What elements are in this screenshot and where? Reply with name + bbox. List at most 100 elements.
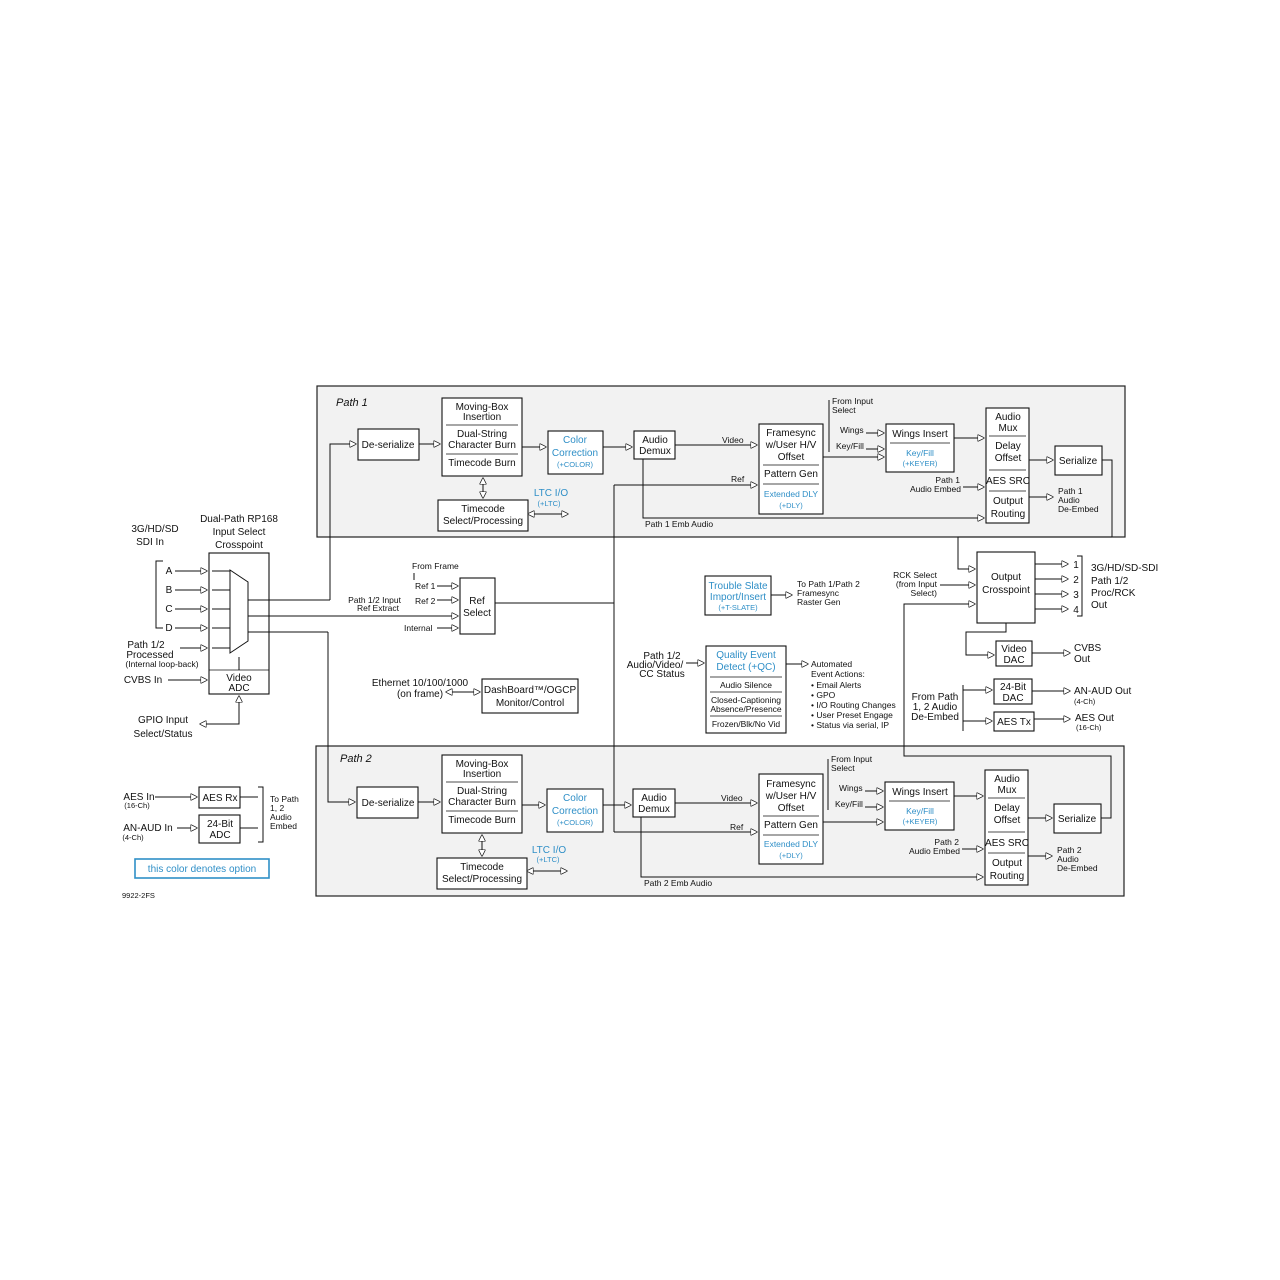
anaud-in-label: AN-AUD In: [123, 823, 172, 834]
from-path-3: De-Embed: [911, 712, 959, 723]
path-1-from-input-1: From Input: [832, 396, 874, 406]
sdi-out-n2: 2: [1073, 575, 1079, 586]
ethernet-label-2: (on frame): [397, 689, 443, 700]
sdi-out-n1: 1: [1073, 560, 1079, 571]
path-1-audio-mux-1: Audio: [995, 412, 1021, 423]
input-connections: [168, 571, 458, 724]
path-2-from-input-1: From Input: [831, 754, 873, 764]
ref-internal: Internal: [404, 623, 432, 633]
path-2-keyer-opt: (+KEYER): [903, 817, 938, 826]
rck-1: RCK Select: [893, 570, 938, 580]
path-2-color-2: Correction: [552, 806, 598, 817]
sdi-in-label-2: SDI In: [136, 537, 164, 548]
input-a: A: [166, 566, 173, 577]
qc-action: • User Preset Engage: [811, 710, 893, 720]
sdi-out-3: Proc/RCK: [1091, 588, 1136, 599]
processed-1: Path 1/2: [127, 640, 165, 651]
path-1-ltc: LTC I/O: [534, 488, 568, 499]
path-2-title: Path 2: [340, 753, 372, 765]
adc-2: ADC: [209, 830, 230, 841]
path-2-embed-1: Path 2: [934, 837, 959, 847]
cvbs-out-2: Out: [1074, 654, 1090, 665]
processed-2: Processed: [126, 650, 173, 661]
video-dac-box: [995, 640, 1033, 667]
path-2-timecode-burn: Timecode Burn: [448, 815, 515, 826]
to-path-bracket: [258, 786, 264, 843]
path-2-ext-dly: Extended DLY: [764, 839, 819, 849]
ref-select-1: Ref: [469, 596, 485, 607]
path-1-deembed-3: De-Embed: [1058, 504, 1099, 514]
video-dac-1: Video: [1001, 644, 1027, 655]
ethernet-label-1: Ethernet 10/100/1000: [372, 678, 469, 689]
qc-item-2a: Closed-Captioning: [711, 695, 781, 705]
slate-to-1: To Path 1/Path 2: [797, 579, 860, 589]
aes-out-ch: (16-Ch): [1076, 723, 1102, 732]
path-2-aes-src: AES SRC: [985, 838, 1029, 849]
xpoint-to-dac: [965, 623, 1007, 655]
path-1-audio-mux-box: [985, 407, 1030, 524]
path-2-dual-string-2: Character Burn: [448, 797, 516, 808]
path-2-wings-insert: Wings Insert: [892, 787, 948, 798]
input-d: D: [165, 623, 172, 634]
path-1-fs-2: w/User H/V: [765, 440, 817, 451]
path-1-framesync-box: [758, 423, 824, 515]
path-2-emb-audio: Path 2 Emb Audio: [644, 878, 712, 888]
video-adc-2: ADC: [228, 683, 249, 694]
path-2-fs-1: Framesync: [766, 779, 815, 790]
path-1-timecode-burn: Timecode Burn: [448, 458, 515, 469]
slate-to-2: Framesync: [797, 588, 840, 598]
path-2-pattern-gen: Pattern Gen: [764, 820, 818, 831]
path-2-timecode-1: Timecode: [460, 862, 504, 873]
crosspoint-title-1: Dual-Path RP168: [200, 514, 278, 525]
qc-item-1: Audio Silence: [720, 680, 772, 690]
path-2-video-label: Video: [721, 793, 743, 803]
sdi-in-label-1: 3G/HD/SD: [131, 524, 178, 535]
qc-action: • Email Alerts: [811, 680, 861, 690]
path-1-from-input-2: Select: [832, 405, 856, 415]
aes-tx-box: [993, 711, 1035, 732]
path-1-aes-src: AES SRC: [986, 476, 1030, 487]
video-dac-2: DAC: [1003, 655, 1024, 666]
sdi-bracket: [155, 560, 163, 629]
slate-2: Import/Insert: [710, 592, 766, 603]
path-2-deserialize-label: De-serialize: [362, 798, 415, 809]
path-1-to-xpoint: [957, 536, 1112, 569]
dac-box: [993, 678, 1033, 705]
path-1-timecode-box: [437, 499, 529, 532]
path-1-serialize: Serialize: [1059, 456, 1098, 467]
path-1-processing-box: [441, 397, 523, 477]
dashboard-1: DashBoard™/OGCP: [484, 685, 577, 696]
path-1: Path 1 De-serialize Moving-Box Insertion…: [329, 396, 1113, 600]
aes-in-ch: (16-Ch): [124, 801, 150, 810]
path-1-keyer-opt: (+KEYER): [903, 459, 938, 468]
rck-2: (from Input: [896, 579, 938, 589]
path-1-ref-label: Ref: [731, 474, 745, 484]
path-2-embed-2: Audio Embed: [909, 846, 960, 856]
dashboard-2: Monitor/Control: [496, 698, 564, 709]
path-1-delay-1: Delay: [995, 441, 1021, 452]
path-1-video-label: Video: [722, 435, 744, 445]
output-xpoint-1: Output: [991, 572, 1021, 583]
cvbs-in-label: CVBS In: [124, 675, 162, 686]
path-2-moving-box-2: Insertion: [463, 769, 501, 780]
path-2-audio-mux-2: Mux: [998, 785, 1017, 796]
path-2-moving-box-1: Moving-Box: [456, 759, 509, 770]
aes-out: AES Out: [1075, 713, 1114, 724]
trouble-slate-box: [704, 575, 772, 616]
path-1-moving-box-2: Insertion: [463, 412, 501, 423]
crosspoint-title-2: Input Select: [213, 527, 266, 538]
path-2-timecode-box: [436, 857, 528, 890]
aes-tx-label: AES Tx: [997, 717, 1031, 728]
path-1-color-box: [547, 430, 604, 475]
legend-label: this color denotes option: [148, 864, 256, 875]
slate-1: Trouble Slate: [708, 581, 768, 592]
path-2-deembed-2: Audio: [1057, 854, 1079, 864]
qc-item-3: Frozen/Blk/No Vid: [712, 719, 781, 729]
path-2-deembed-3: De-Embed: [1057, 863, 1098, 873]
path-1-wings-insert: Wings Insert: [892, 429, 948, 440]
path-1-keyfill-opt: Key/Fill: [906, 448, 934, 458]
path-1-dual-string-1: Dual-String: [457, 429, 507, 440]
path-1-color-opt: (+COLOR): [557, 460, 594, 469]
path-1-ext-dly-opt: (+DLY): [779, 501, 803, 510]
path-1-dual-string-2: Character Burn: [448, 440, 516, 451]
